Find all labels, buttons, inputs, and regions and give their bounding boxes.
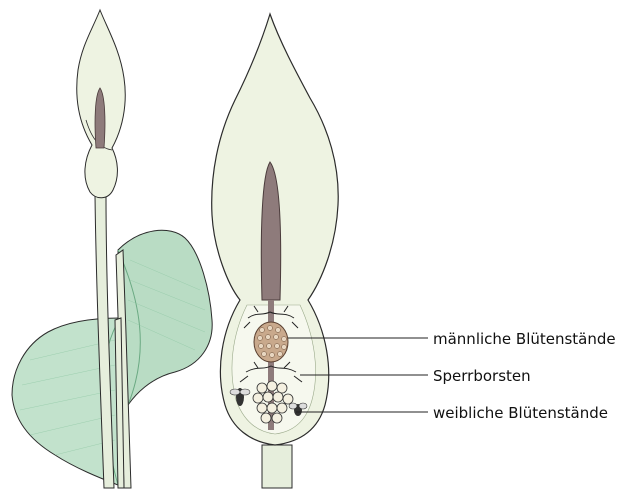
section-stalk (262, 445, 292, 488)
label-female-inflorescence: weibliche Blütenstände (433, 404, 608, 422)
whole-plant (12, 10, 212, 488)
label-bristles: Sperrborsten (433, 367, 531, 385)
spathe-section (212, 14, 339, 488)
male-flowers (254, 322, 288, 362)
leaf-right (118, 230, 212, 405)
label-male-inflorescence: männliche Blütenstände (433, 330, 616, 348)
small-spadix (95, 88, 105, 148)
